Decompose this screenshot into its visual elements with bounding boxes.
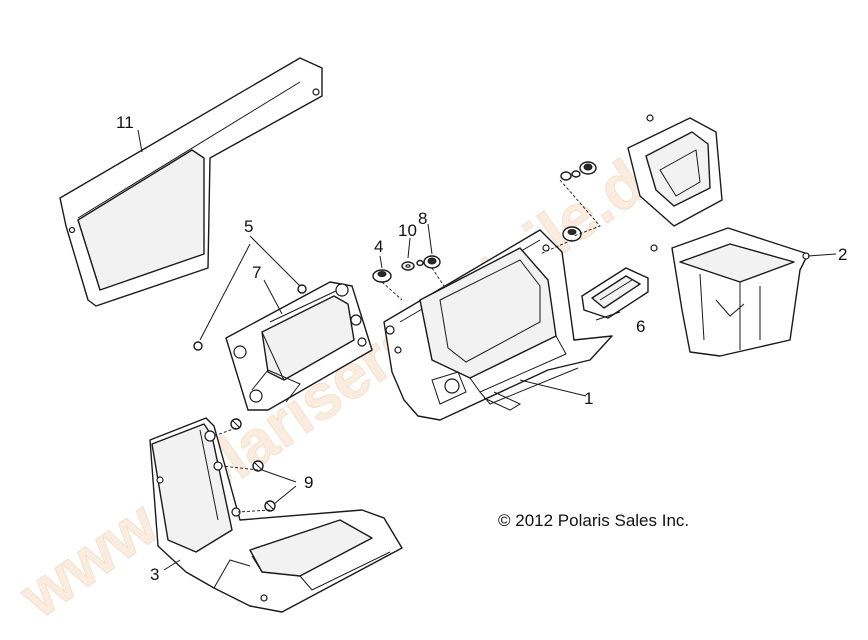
leader-lines	[137, 129, 837, 571]
part-3-tray	[149, 417, 403, 613]
copyright-notice: © 2012 Polaris Sales Inc.	[498, 511, 689, 530]
callout-8: 8	[418, 209, 427, 228]
console-grommet	[562, 226, 582, 242]
callout-5: 5	[244, 217, 253, 236]
part-10-washer	[401, 259, 424, 271]
callout-3: 3	[150, 565, 159, 584]
part-6-pad	[581, 267, 649, 319]
part-11-panel	[59, 57, 323, 307]
part-1-console	[383, 229, 613, 421]
callout-2: 2	[838, 245, 847, 264]
part-9-screw-b	[252, 460, 264, 472]
part-5-fastener-b	[193, 341, 203, 351]
callout-6: 6	[636, 317, 645, 336]
callout-4: 4	[374, 237, 383, 256]
part-7-plate	[225, 281, 373, 411]
callout-1: 1	[584, 389, 593, 408]
part-9-screw-c	[264, 500, 276, 512]
callout-9: 9	[304, 473, 313, 492]
upper-hardware	[560, 161, 597, 181]
callout-7: 7	[252, 263, 261, 282]
part-4-grommet	[372, 269, 392, 283]
callout-11: 11	[116, 113, 134, 132]
part-5-fastener-a	[297, 284, 307, 294]
part-9-screw-a	[230, 418, 242, 430]
assembly-lines	[213, 179, 601, 513]
part-8-nut	[423, 255, 441, 269]
callout-labels: 11 5 7 4 10 8 6 2 1 9 3	[116, 113, 847, 584]
callout-10: 10	[398, 221, 417, 240]
part-2-bin	[627, 114, 810, 357]
